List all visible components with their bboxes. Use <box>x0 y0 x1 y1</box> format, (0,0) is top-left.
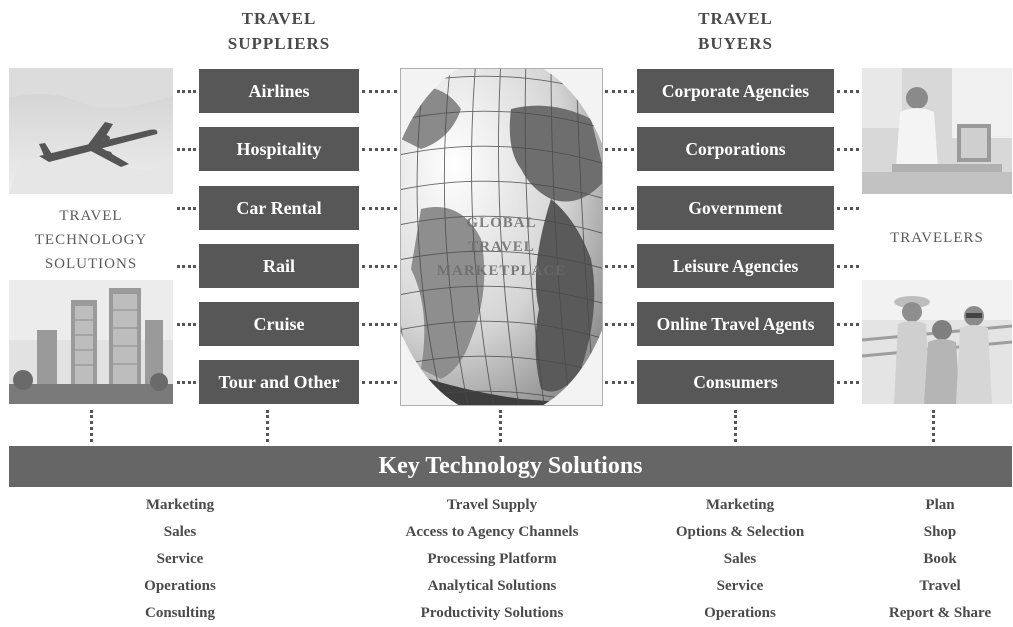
buyer-box: Government <box>637 186 834 230</box>
connector-dots <box>362 381 397 384</box>
connector-dots <box>837 148 859 151</box>
connector-dots <box>605 148 634 151</box>
connector-dots <box>605 90 634 93</box>
buyer-box: Consumers <box>637 360 834 404</box>
suppliers-header-line-1: TRAVEL <box>241 9 317 28</box>
list-item: Access to Agency Channels <box>405 524 579 540</box>
vertical-connector-dots <box>932 410 935 442</box>
vertical-connector-dots <box>90 410 93 442</box>
buyer-box: Corporate Agencies <box>637 69 834 113</box>
connector-dots <box>605 207 634 210</box>
connector-dots <box>362 148 397 151</box>
list-item: Processing Platform <box>427 551 557 567</box>
suppliers-header-line-2: SUPPLIERS <box>227 34 331 53</box>
connector-dots <box>177 148 196 151</box>
list-item: Marketing <box>145 497 215 513</box>
vertical-connector-dots <box>734 410 737 442</box>
list-item: Travel Supply <box>446 497 538 513</box>
globe-label-line-3: MARKETPLACE <box>436 263 567 279</box>
leisure-travelers-photo <box>862 280 1012 404</box>
connector-dots <box>837 90 859 93</box>
connector-dots <box>362 207 397 210</box>
vertical-connector-dots <box>499 410 502 442</box>
solutions-column-4: Plan Shop Book Travel Report & Share <box>870 492 1010 627</box>
solutions-column-1: Marketing Sales Service Operations Consu… <box>90 492 270 627</box>
supplier-box: Cruise <box>199 302 359 346</box>
list-item: Report & Share <box>888 605 992 621</box>
connector-dots <box>837 265 859 268</box>
vertical-connector-dots <box>266 410 269 442</box>
airplane-photo <box>9 68 173 194</box>
buyer-box: Online Travel Agents <box>637 302 834 346</box>
buyer-box: Corporations <box>637 127 834 171</box>
list-item: Productivity Solutions <box>420 605 564 621</box>
globe-label-line-1: GLOBAL <box>466 215 537 231</box>
supplier-box: Tour and Other <box>199 360 359 404</box>
list-item: Service <box>156 551 204 567</box>
list-item: Shop <box>923 524 957 540</box>
side-label-line-2: TECHNOLOGY <box>34 232 148 248</box>
connector-dots <box>362 265 397 268</box>
connector-dots <box>605 323 634 326</box>
solutions-column-2: Travel Supply Access to Agency Channels … <box>382 492 602 627</box>
buyer-box: Leisure Agencies <box>637 244 834 288</box>
suppliers-header: TRAVEL SUPPLIERS <box>199 6 359 56</box>
supplier-box: Car Rental <box>199 186 359 230</box>
globe-label-line-2: TRAVEL <box>468 239 535 255</box>
list-item: Service <box>716 578 764 594</box>
list-item: Analytical Solutions <box>427 578 557 594</box>
buyers-header: TRAVEL BUYERS <box>637 6 834 56</box>
connector-dots <box>177 265 196 268</box>
list-item: Sales <box>723 551 757 567</box>
connector-dots <box>362 90 397 93</box>
travelers-label-text: TRAVELERS <box>890 230 984 246</box>
buyers-header-line-2: BUYERS <box>698 34 773 53</box>
list-item: Travel <box>919 578 961 594</box>
side-label-line-3: SOLUTIONS <box>44 256 138 272</box>
globe-image: GLOBAL TRAVEL MARKETPLACE <box>400 68 603 406</box>
key-technology-solutions-bar: Key Technology Solutions <box>9 446 1012 487</box>
list-item: Plan <box>925 497 955 513</box>
supplier-box: Rail <box>199 244 359 288</box>
supplier-box: Airlines <box>199 69 359 113</box>
connector-dots <box>177 207 196 210</box>
connector-dots <box>177 90 196 93</box>
connector-dots <box>177 323 196 326</box>
buyers-header-line-1: TRAVEL <box>698 9 773 28</box>
business-traveler-photo <box>862 68 1012 194</box>
list-item: Sales <box>163 524 197 540</box>
list-item: Book <box>923 551 957 567</box>
buildings-photo <box>9 280 173 404</box>
list-item: Marketing <box>705 497 775 513</box>
connector-dots <box>605 381 634 384</box>
list-item: Operations <box>704 605 776 621</box>
travelers-label: TRAVELERS <box>862 226 1012 250</box>
list-item: Operations <box>144 578 216 594</box>
solutions-column-3: Marketing Options & Selection Sales Serv… <box>645 492 835 627</box>
connector-dots <box>362 323 397 326</box>
list-item: Options & Selection <box>675 524 805 540</box>
connector-dots <box>605 265 634 268</box>
connector-dots <box>177 381 196 384</box>
list-item: Consulting <box>144 605 216 621</box>
connector-dots <box>837 323 859 326</box>
supplier-box: Hospitality <box>199 127 359 171</box>
connector-dots <box>837 207 859 210</box>
travel-technology-solutions-label: TRAVEL TECHNOLOGY SOLUTIONS <box>9 204 173 276</box>
connector-dots <box>837 381 859 384</box>
side-label-line-1: TRAVEL <box>59 208 123 224</box>
